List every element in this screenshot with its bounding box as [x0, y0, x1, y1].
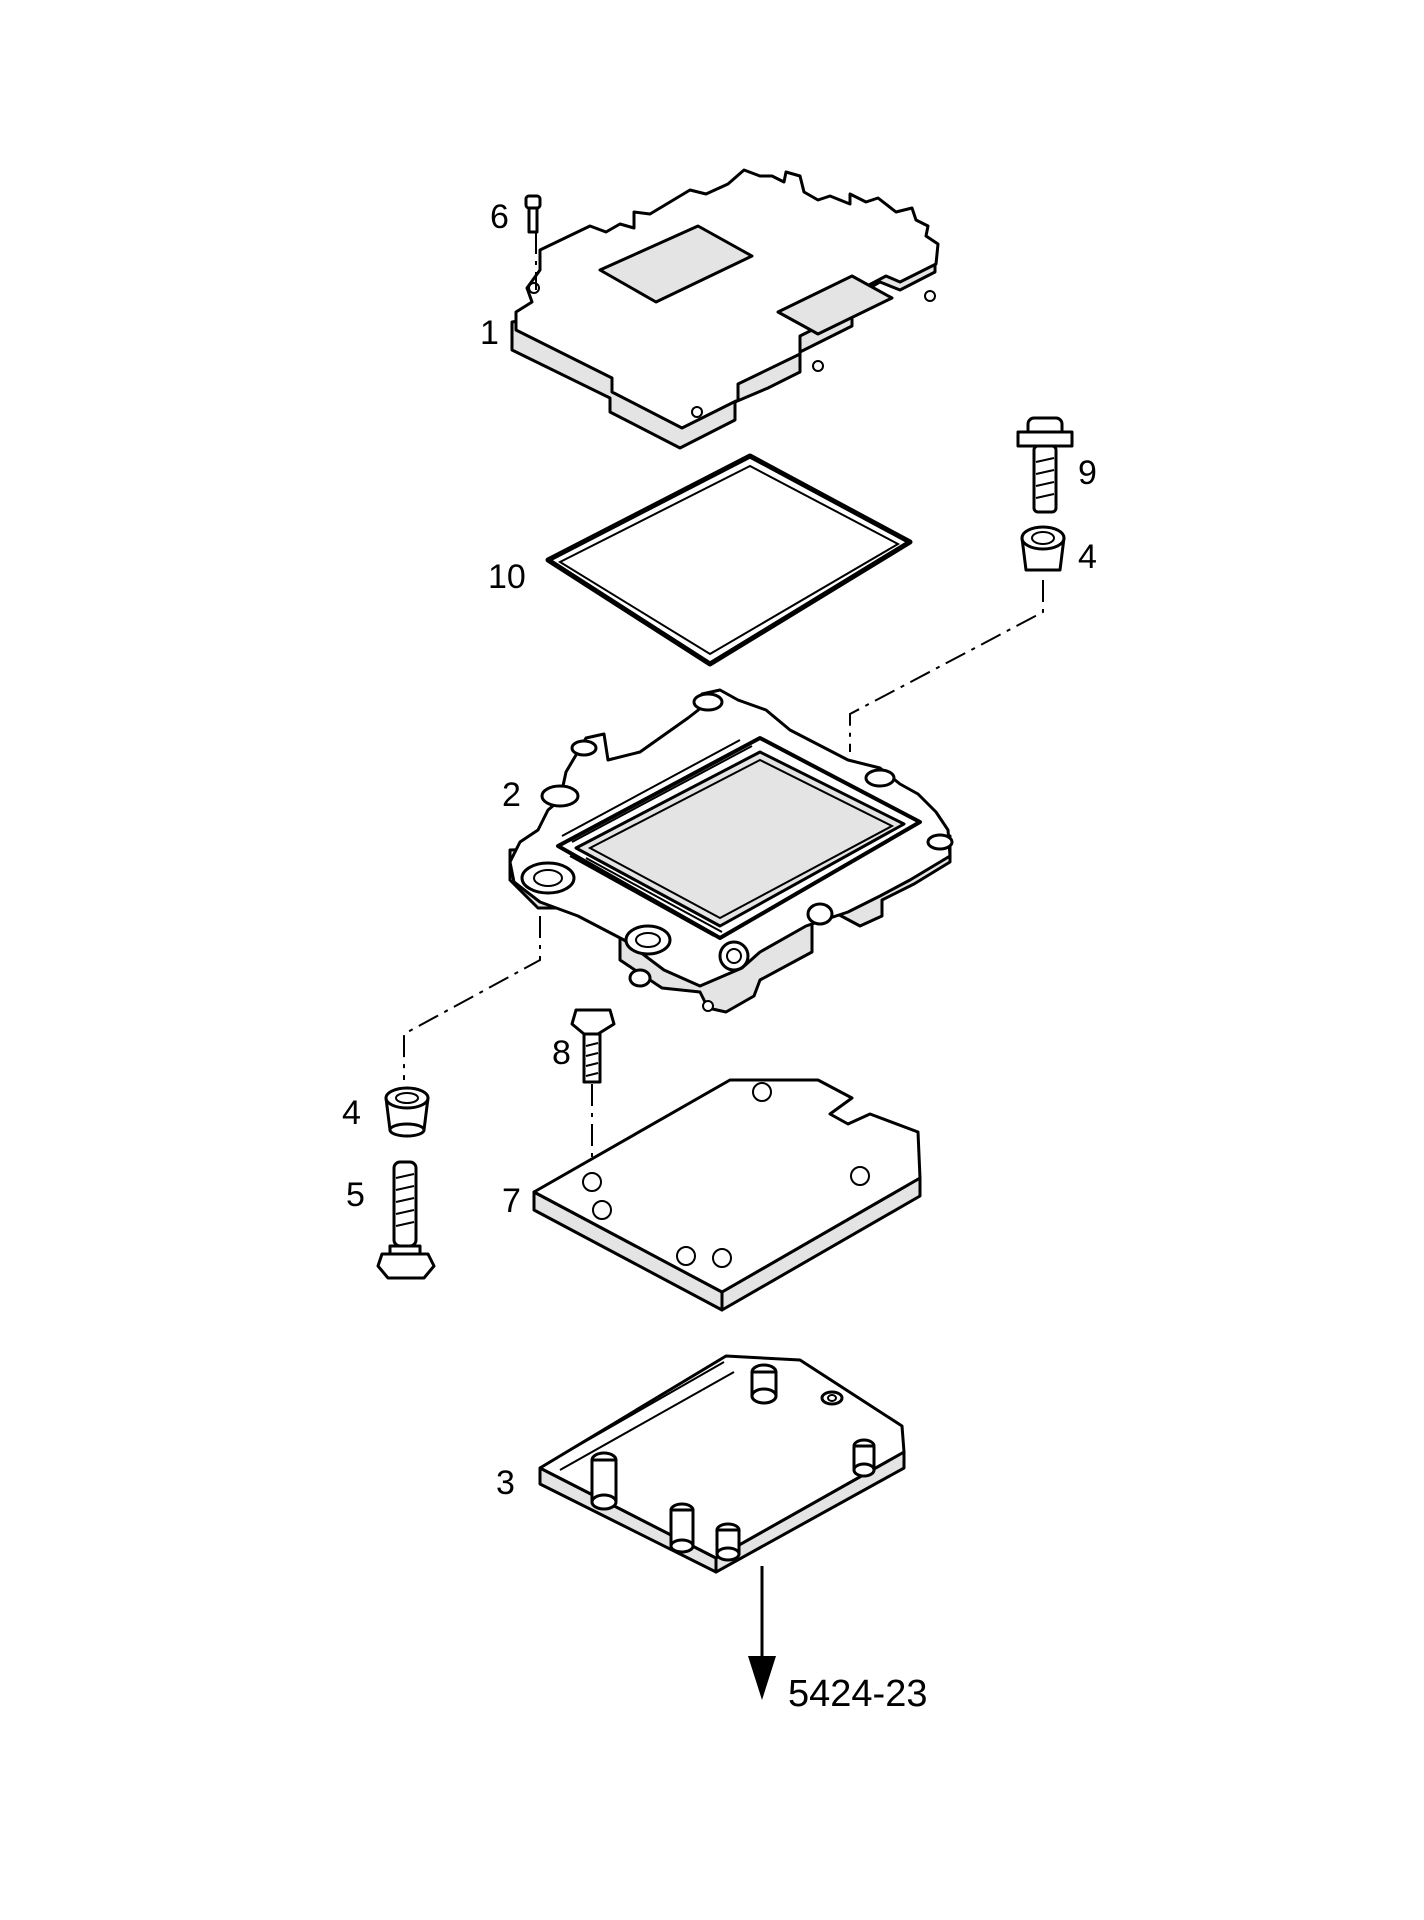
callout-5: 5 — [346, 1176, 365, 1214]
part-8-bolt — [570, 1008, 616, 1178]
callout-9: 9 — [1078, 454, 1097, 492]
callout-4-top: 4 — [1078, 538, 1097, 576]
part-5-bolt — [376, 1160, 436, 1280]
part-4-bushing-top — [849, 525, 1066, 752]
part-6-screw — [524, 194, 542, 290]
callout-1: 1 — [480, 314, 499, 352]
part-4-bushing-bottom — [384, 1086, 430, 1138]
callout-8: 8 — [552, 1034, 571, 1072]
callout-2: 2 — [502, 776, 521, 814]
callout-3: 3 — [496, 1464, 515, 1502]
callout-4-bottom: 4 — [342, 1094, 361, 1132]
callout-7: 7 — [502, 1182, 521, 1220]
part-9-bolt — [1016, 416, 1074, 514]
reference-arrow — [748, 1566, 776, 1700]
part-7-plate — [532, 1078, 922, 1312]
callout-10: 10 — [488, 558, 526, 596]
part-10-gasket — [545, 453, 913, 667]
reference-label: 5424-23 — [788, 1673, 927, 1715]
part-3-bottom-board — [538, 1354, 906, 1574]
callout-6: 6 — [490, 198, 509, 236]
part-2-housing — [403, 688, 954, 1080]
part-1-top-cover — [510, 168, 940, 450]
